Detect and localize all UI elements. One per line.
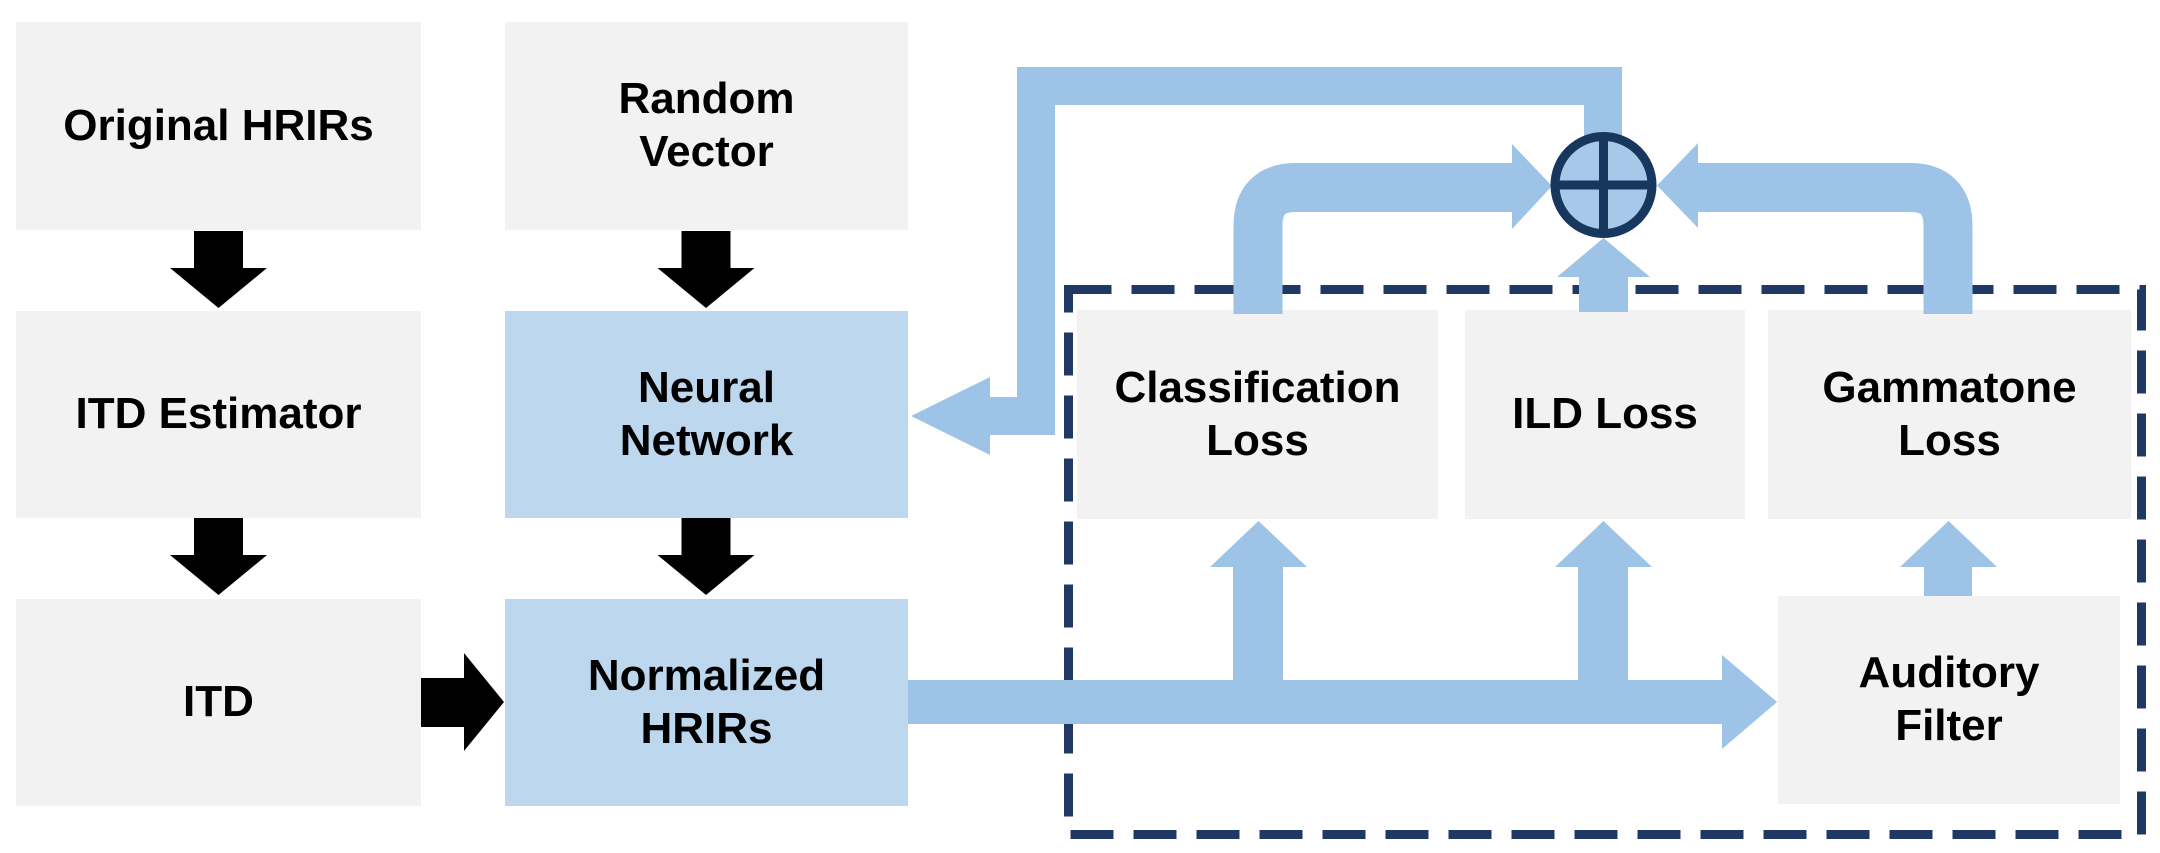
arrow-itd-to-normalized <box>421 653 504 751</box>
gammatone-loss-box: Gammatone Loss <box>1768 310 2131 519</box>
itd-estimator-box: ITD Estimator <box>16 311 421 518</box>
classification-loss-to-sum-elbow <box>1233 163 1512 314</box>
itd-estimator-label: ITD Estimator <box>75 389 362 439</box>
original-hrirs-box: Original HRIRs <box>16 22 421 230</box>
itd-label: ITD <box>183 677 254 727</box>
ild-loss-label: ILD Loss <box>1512 389 1698 439</box>
auditory-filter-label: Auditory Filter <box>1858 648 2040 750</box>
itd-box: ITD <box>16 599 421 806</box>
arrow-random-vector-to-neural-network <box>657 231 755 308</box>
arrow-to-ild-loss <box>1555 521 1652 680</box>
sum-right-arrowhead-icon <box>1657 143 1698 228</box>
sum-junction-icon <box>1550 132 1657 238</box>
classification-loss-label: Classification Loss <box>1114 362 1401 465</box>
arrow-neural-network-to-normalized <box>657 518 755 595</box>
gammatone-loss-to-sum-elbow <box>1698 163 1973 314</box>
arrow-to-classification-loss <box>1210 521 1307 680</box>
normalized-hrirs-box: Normalized HRIRs <box>505 599 908 806</box>
random-vector-label: Random Vector <box>618 74 795 176</box>
normalized-hrirs-label: Normalized HRIRs <box>587 650 826 753</box>
ild-loss-to-sum-arrow <box>1557 238 1650 312</box>
classification-loss-box: Classification Loss <box>1077 310 1438 519</box>
arrow-itd-estimator-to-itd <box>170 518 267 595</box>
normalized-to-auditory-line <box>908 680 1722 724</box>
sum-left-arrowhead-icon <box>1512 144 1552 229</box>
neural-network-feedback-arrowhead-icon <box>911 377 990 455</box>
arrow-auditory-to-gammatone-loss <box>1900 521 1997 596</box>
arrow-original-to-itd-estimator <box>170 231 267 308</box>
original-hrirs-label: Original HRIRs <box>63 100 374 150</box>
gammatone-loss-label: Gammatone Loss <box>1822 362 2077 465</box>
neural-network-label: Neural Network <box>619 362 794 465</box>
sum-circle <box>1550 132 1657 238</box>
ild-loss-box: ILD Loss <box>1465 310 1745 519</box>
random-vector-box: Random Vector <box>505 22 908 230</box>
neural-network-box: Neural Network <box>505 311 908 518</box>
auditory-filter-arrowhead-icon <box>1722 655 1777 749</box>
auditory-filter-box: Auditory Filter <box>1778 596 2120 804</box>
